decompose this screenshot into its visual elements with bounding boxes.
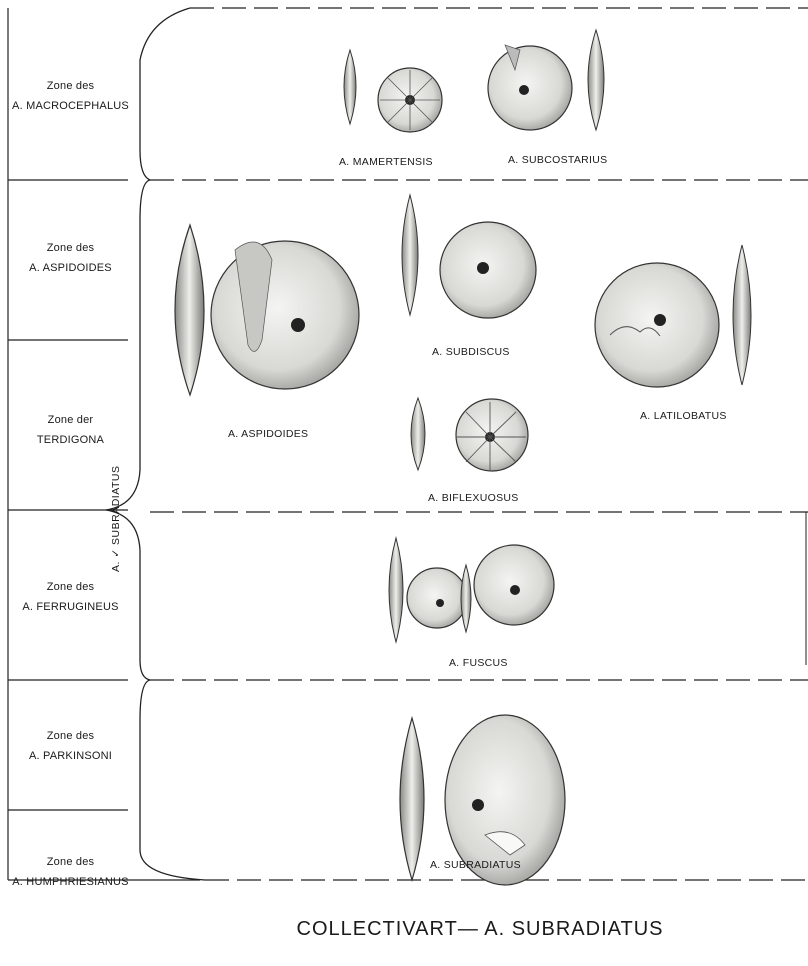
zone-species: A. HUMPHRIESIANUS <box>8 872 133 892</box>
zone-prefix: Zone des <box>8 76 133 96</box>
zone-terdigona: Zone der TERDIGONA <box>8 410 133 450</box>
fossil-subcostarius <box>488 30 604 130</box>
zone-aspidoides: Zone des A. ASPIDOIDES <box>8 238 133 278</box>
caption-subdiscus: A. SUBDISCUS <box>432 346 510 358</box>
zone-prefix: Zone der <box>8 410 133 430</box>
fossil-subdiscus <box>402 195 536 318</box>
zone-prefix: Zone des <box>8 238 133 258</box>
plate-title: COLLECTIVART— A. SUBRADIATUS <box>270 918 690 941</box>
fossil-latilobatus <box>595 245 751 387</box>
fossil-mamertensis <box>344 50 442 132</box>
caption-latilobatus: A. LATILOBATUS <box>640 410 727 422</box>
zone-species: TERDIGONA <box>8 430 133 450</box>
subradiatus-vertical-label: A. ✓ SUBRADIATUS <box>110 466 122 572</box>
caption-aspidoides: A. ASPIDOIDES <box>228 428 308 440</box>
fossil-biflexuosus <box>411 398 528 471</box>
zone-ferrugineus: Zone des A. FERRUGINEUS <box>8 577 133 617</box>
caption-biflexuosus: A. BIFLEXUOSUS <box>428 492 519 504</box>
zone-parkinsoni: Zone des A. PARKINSONI <box>8 726 133 766</box>
zone-macrocephalus: Zone des A. MACROCEPHALUS <box>8 76 133 116</box>
fossil-fuscus <box>389 538 554 642</box>
zone-prefix: Zone des <box>8 577 133 597</box>
zone-species: A. ASPIDOIDES <box>8 258 133 278</box>
zone-species: A. MACROCEPHALUS <box>8 96 133 116</box>
zone-humphriesianus: Zone des A. HUMPHRIESIANUS <box>8 852 133 892</box>
zone-species: A. FERRUGINEUS <box>8 597 133 617</box>
zone-prefix: Zone des <box>8 852 133 872</box>
fossil-aspidoides <box>175 225 359 395</box>
caption-subcostarius: A. SUBCOSTARIUS <box>508 154 607 166</box>
zone-species: A. PARKINSONI <box>8 746 133 766</box>
caption-fuscus: A. FUSCUS <box>449 657 508 669</box>
caption-mamertensis: A. MAMERTENSIS <box>339 156 433 168</box>
caption-subradiatus: A. SUBRADIATUS <box>430 859 521 871</box>
zone-prefix: Zone des <box>8 726 133 746</box>
